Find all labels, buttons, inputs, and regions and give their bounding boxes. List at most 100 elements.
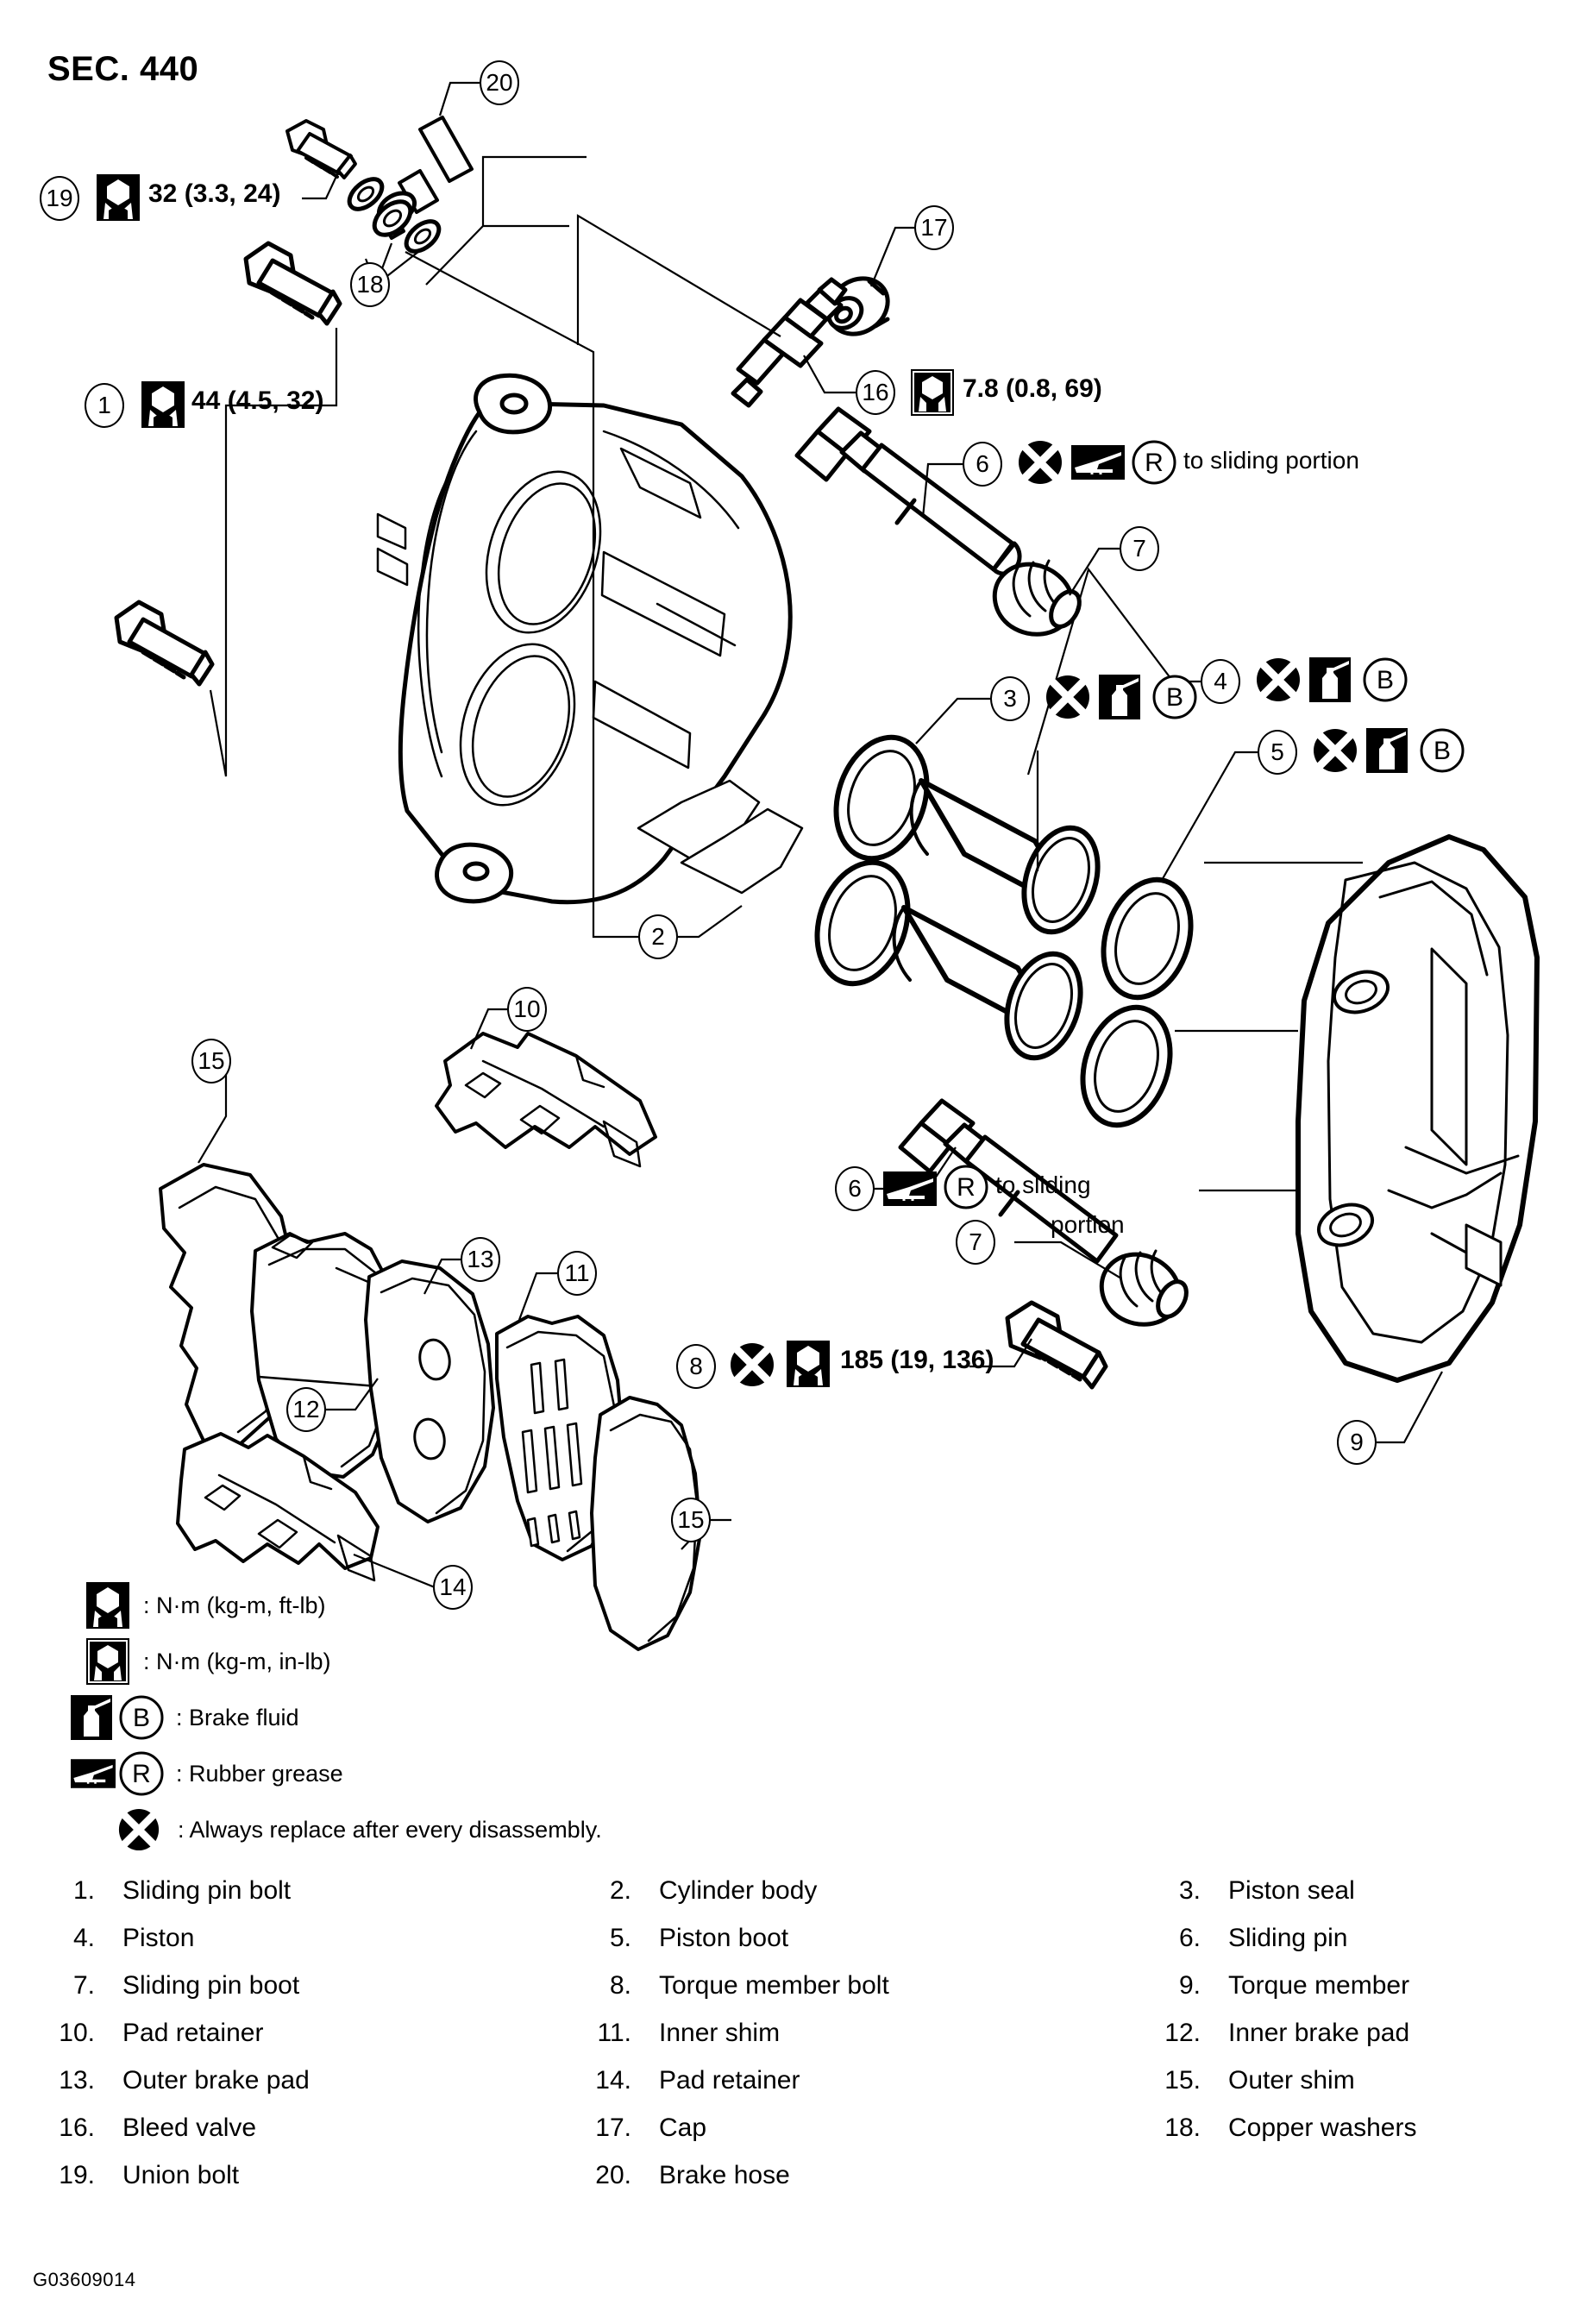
part-number: 9. (1178, 1971, 1201, 2000)
torque-ftlb-icon (787, 1341, 830, 1387)
part-name: Sliding pin boot (122, 1971, 300, 2000)
rubber-grease-icon (883, 1171, 937, 1206)
sliding-portion-note-mid-line1: to sliding (995, 1171, 1091, 1198)
rubber-grease-letter-icon: R (119, 1751, 164, 1796)
part-entry: 15. Outer shim (1139, 2066, 1570, 2095)
callout-20[interactable]: 20 (480, 60, 519, 105)
part-name: Cylinder body (659, 1876, 818, 1905)
part-entry: 3.Piston seal (1139, 1876, 1570, 1906)
part-entry: 8. Torque member bolt (569, 1971, 1139, 2001)
part-number: 15. (1164, 2066, 1201, 2095)
always-replace-icon (117, 1807, 162, 1852)
part-entry: 9. Torque member (1139, 1971, 1570, 2001)
parts-list: 1.Sliding pin bolt 2. Cylinder body 3.Pis… (0, 1876, 1581, 2208)
callout-17[interactable]: 17 (914, 205, 954, 250)
part-entry: 2. Cylinder body (569, 1876, 1139, 1906)
legend-row-rubber-grease: R : Rubber grease (71, 1751, 602, 1796)
part-name: Sliding pin (1228, 1924, 1348, 1952)
parts-row: 10.Pad retainer 11.Inner shim 12.Inner b… (0, 2019, 1581, 2066)
callout-12[interactable]: 12 (286, 1387, 326, 1432)
callout-10[interactable]: 10 (507, 987, 547, 1032)
part-entry: 11. Inner shim (569, 2019, 1139, 2048)
legend-row-torque-inlb: : N·m (kg-m, in-lb) (86, 1638, 602, 1685)
torque-value-8: 185 (19, 136) (840, 1346, 994, 1374)
svg-text:B: B (1434, 737, 1451, 765)
callout-7-top[interactable]: 7 (1120, 526, 1159, 571)
legend-label: : Brake fluid (176, 1704, 299, 1730)
callout-6-mid[interactable]: 6 (835, 1166, 875, 1211)
part-entry: 18.Copper washers (1139, 2114, 1570, 2143)
callout-13[interactable]: 13 (461, 1237, 500, 1282)
always-replace-icon (730, 1342, 775, 1387)
callout-6-top[interactable]: 6 (963, 442, 1002, 487)
torque-inlb-icon (911, 369, 954, 416)
svg-text:R: R (957, 1173, 976, 1202)
part-entry: 20.Brake hose (569, 2161, 1139, 2190)
part-number: 7. (72, 1971, 95, 2000)
brake-fluid-icon (1309, 657, 1351, 702)
rubber-grease-letter-icon: R (944, 1165, 988, 1209)
callout-2[interactable]: 2 (638, 914, 678, 959)
part-name: Piston seal (1228, 1876, 1355, 1905)
part-entry: 5.Piston boot (569, 1924, 1139, 1953)
part-name: Bleed valve (122, 2114, 257, 2142)
always-replace-icon (1256, 657, 1301, 702)
callout-16[interactable]: 16 (856, 370, 895, 415)
part-name: Sliding pin bolt (122, 1876, 292, 1905)
part-number: 6. (1178, 1924, 1201, 1952)
part-name: Torque member bolt (659, 1971, 889, 2000)
callout-3[interactable]: 3 (990, 676, 1030, 721)
part-entry: 7. Sliding pin boot (0, 1971, 569, 2001)
callout-18[interactable]: 18 (350, 262, 390, 307)
parts-row: 19. Union bolt 20.Brake hose (0, 2161, 1581, 2208)
callout-15-right[interactable]: 15 (671, 1498, 711, 1542)
part-number: 8. (609, 1971, 631, 2000)
legend-row-always-replace: : Always replace after every disassembly… (117, 1807, 602, 1852)
callout-1[interactable]: 1 (85, 383, 124, 428)
callout-7-mid[interactable]: 7 (956, 1220, 995, 1265)
torque-ftlb-icon (86, 1582, 131, 1629)
part-number: 14. (595, 2066, 631, 2095)
callout-4[interactable]: 4 (1201, 659, 1240, 704)
page-title: SEC. 440 (47, 50, 199, 88)
part-number: 16. (59, 2114, 95, 2142)
torque-value-19: 32 (3.3, 24) (148, 179, 281, 208)
parts-row: 4.Piston 5.Piston boot 6.Sliding pin (0, 1924, 1581, 1971)
part-name: Outer shim (1228, 2066, 1355, 2095)
part-name: Union bolt (122, 2161, 240, 2189)
part-entry: 1.Sliding pin bolt (0, 1876, 569, 1906)
part-entry: 17.Cap (569, 2114, 1139, 2143)
parts-row: 7.Sliding pin boot 8.Torque member bolt … (0, 1971, 1581, 2019)
part-entry: 10.Pad retainer (0, 2019, 569, 2048)
part-number: 20. (595, 2161, 631, 2189)
callout-5[interactable]: 5 (1258, 730, 1297, 775)
callout-9[interactable]: 9 (1337, 1420, 1377, 1465)
callout-14[interactable]: 14 (433, 1565, 473, 1610)
callout-19[interactable]: 19 (40, 176, 79, 221)
part-number: 11. (597, 2019, 631, 2047)
callout-15-left[interactable]: 15 (191, 1039, 231, 1083)
part-name: Torque member (1228, 1971, 1410, 2000)
brake-fluid-letter-icon: B (1363, 657, 1408, 702)
part-name: Pad retainer (122, 2019, 264, 2047)
svg-text:B: B (133, 1704, 150, 1732)
part-number: 2. (609, 1876, 631, 1905)
part-name: Piston (122, 1924, 195, 1952)
part-entry: 16. Bleed valve (0, 2114, 569, 2143)
part-number: 13. (59, 2066, 95, 2095)
legend: : N·m (kg-m, ft-lb) : N·m (kg-m, in-lb) (71, 1582, 602, 1863)
legend-label: : Always replace after every disassembly… (178, 1816, 602, 1843)
svg-text:B: B (1377, 666, 1394, 694)
svg-text:B: B (1166, 683, 1183, 712)
part-entry: 14.Pad retainer (569, 2066, 1139, 2095)
callout-8[interactable]: 8 (676, 1344, 716, 1389)
part-name: Inner brake pad (1228, 2019, 1410, 2047)
part-entry: 13.Outer brake pad (0, 2066, 569, 2095)
legend-label: : N·m (kg-m, in-lb) (143, 1648, 331, 1674)
part-number: 17. (595, 2114, 631, 2142)
part-name: Inner shim (659, 2019, 781, 2047)
rubber-grease-icon (1071, 445, 1125, 480)
part-number: 19. (59, 2161, 95, 2189)
figure-code: G03609014 (33, 2269, 136, 2290)
callout-11[interactable]: 11 (557, 1251, 597, 1296)
